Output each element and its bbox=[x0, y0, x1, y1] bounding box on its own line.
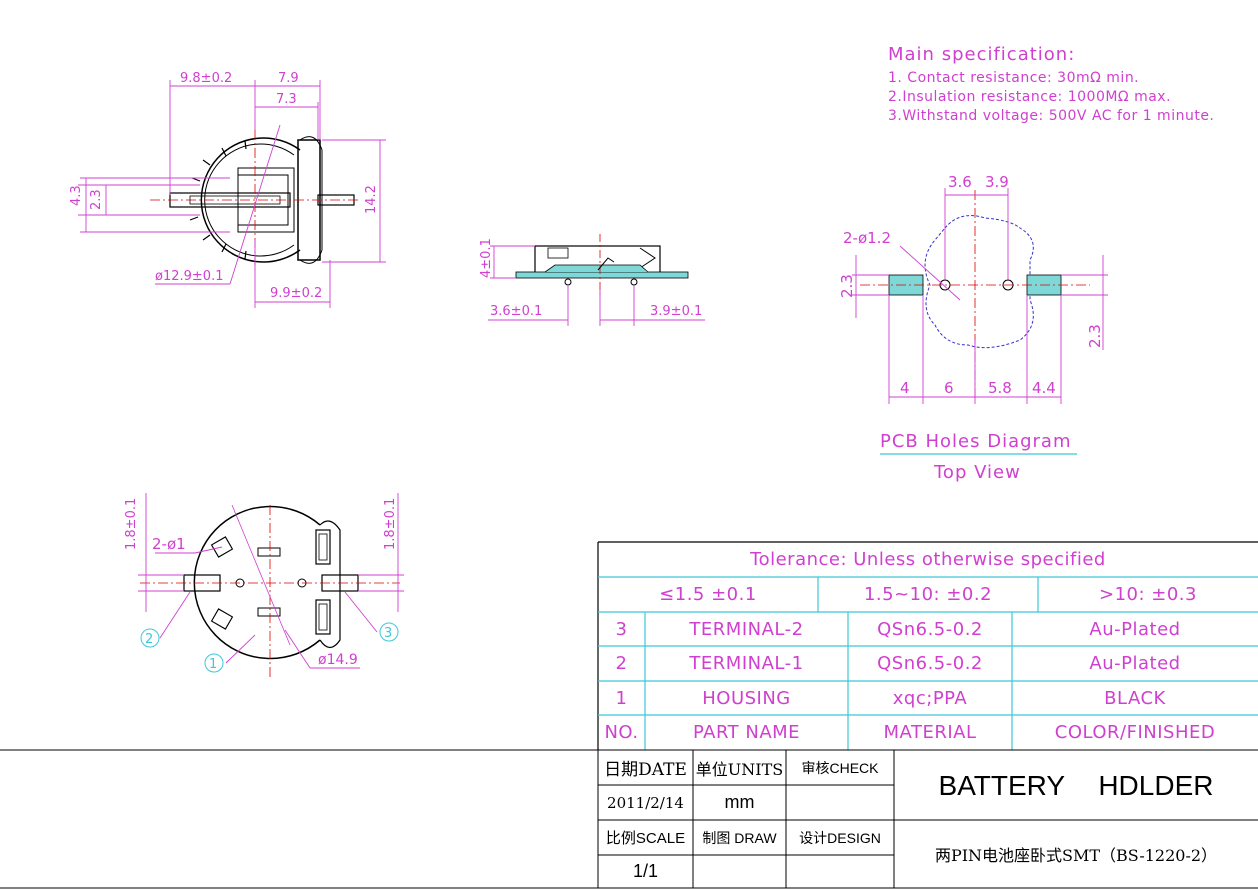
side-view: 4±0.1 3.6±0.1 3.9±0.1 bbox=[479, 234, 705, 326]
callout-2: 2 bbox=[145, 632, 153, 647]
part-name: TERMINAL-2 bbox=[689, 618, 804, 640]
header-no: NO. bbox=[604, 722, 639, 743]
dim-bot-l: 1.8±0.1 bbox=[124, 498, 139, 550]
header-part-name: PART NAME bbox=[692, 722, 801, 743]
callout-1: 1 bbox=[209, 657, 217, 672]
part-no: 3 bbox=[615, 618, 628, 640]
header-material: MATERIAL bbox=[883, 722, 977, 743]
drawing-title: BATTERY HDLDER bbox=[938, 770, 1214, 801]
units-label: 单位UNITS bbox=[695, 759, 784, 779]
dim-top-bottom: 9.9±0.2 bbox=[270, 286, 322, 301]
part-material: xqc;PPA bbox=[892, 687, 968, 709]
dim-pcb-t1: 3.6 bbox=[948, 173, 972, 191]
spec-line-2: 2.Insulation resistance: 1000MΩ max. bbox=[888, 89, 1172, 105]
top-view: 9.8±0.2 7.9 7.3 4.3 2.3 14.2 ø12.9±0.1 9… bbox=[69, 71, 386, 308]
date-label: 日期DATE bbox=[604, 760, 687, 780]
part-finish: Au-Plated bbox=[1089, 653, 1181, 674]
dim-top-h1: 4.3 bbox=[69, 185, 84, 206]
check-label: 审核CHECK bbox=[801, 759, 879, 776]
part-no: 1 bbox=[615, 687, 628, 709]
dim-top-w1: 9.8±0.2 bbox=[180, 71, 232, 86]
dim-top-dia: ø12.9±0.1 bbox=[155, 269, 223, 284]
dim-bot-holes: 2-ø1 bbox=[152, 535, 186, 553]
dim-top-h3: 14.2 bbox=[364, 185, 379, 214]
design-label: 设计DESIGN bbox=[799, 829, 881, 846]
part-finish: BLACK bbox=[1104, 687, 1166, 709]
dim-pcb-b1: 4 bbox=[900, 379, 910, 397]
part-name: HOUSING bbox=[702, 687, 791, 709]
tolerance-range-3: >10: ±0.3 bbox=[1099, 584, 1197, 605]
title-block-grid bbox=[0, 749, 1258, 889]
dim-pcb-b3: 5.8 bbox=[988, 379, 1012, 397]
spec-line-1: 1. Contact resistance: 30mΩ min. bbox=[888, 70, 1140, 86]
dim-side-r: 3.9±0.1 bbox=[650, 304, 702, 319]
part-name: TERMINAL-1 bbox=[689, 653, 804, 674]
dim-top-h2: 2.3 bbox=[89, 189, 104, 210]
pcb-view-label: Top View bbox=[934, 462, 1021, 483]
tolerance-range-1: ≤1.5 ±0.1 bbox=[659, 584, 757, 605]
dim-pcb-l: 2.3 bbox=[838, 274, 856, 298]
parts-table-grid bbox=[597, 541, 1258, 750]
dim-pcb-r: 2.3 bbox=[1086, 324, 1104, 348]
dim-top-w2: 7.9 bbox=[278, 71, 299, 86]
spec-heading: Main specification: bbox=[888, 44, 1076, 65]
drawing-subtitle: 两PIN电池座卧式SMT（BS-1220-2） bbox=[934, 846, 1218, 865]
scale-value: 1/1 bbox=[632, 861, 659, 881]
part-material: QSn6.5-0.2 bbox=[877, 618, 983, 640]
pcb-label: PCB Holes Diagram bbox=[880, 431, 1072, 452]
tolerance-range-2: 1.5~10: ±0.2 bbox=[863, 584, 993, 605]
dim-pcb-b4: 4.4 bbox=[1032, 379, 1056, 397]
bottom-view: 1.8±0.1 1.8±0.1 2-ø1 ø14.9 2 1 3 bbox=[124, 493, 404, 680]
pcb-holes-view: 3.6 3.9 2-ø1.2 2.3 2.3 4 6 5.8 4.4 bbox=[838, 173, 1108, 455]
header-finish: COLOR/FINISHED bbox=[1054, 722, 1216, 743]
tolerance-header: Tolerance: Unless otherwise specified bbox=[750, 549, 1106, 570]
dim-top-w3: 7.3 bbox=[276, 92, 297, 107]
main-specification: Main specification: 1. Contact resistanc… bbox=[888, 44, 1214, 126]
dim-pcb-b2: 6 bbox=[944, 379, 954, 397]
part-no: 2 bbox=[615, 653, 628, 674]
dim-pcb-t2: 3.9 bbox=[985, 173, 1009, 191]
dim-bot-dia: ø14.9 bbox=[318, 652, 358, 668]
dim-side-h: 4±0.1 bbox=[479, 238, 494, 278]
draw-label: 制图 DRAW bbox=[702, 829, 777, 846]
dim-side-l: 3.6±0.1 bbox=[490, 304, 542, 319]
part-finish: Au-Plated bbox=[1089, 618, 1181, 640]
scale-label: 比例SCALE bbox=[605, 830, 686, 847]
dim-pcb-holes: 2-ø1.2 bbox=[843, 229, 891, 247]
date-value: 2011/2/14 bbox=[607, 793, 684, 812]
dim-bot-r: 1.8±0.1 bbox=[383, 498, 398, 550]
units-value: mm bbox=[724, 792, 755, 812]
part-material: QSn6.5-0.2 bbox=[877, 653, 983, 674]
callout-3: 3 bbox=[384, 626, 392, 641]
spec-line-3: 3.Withstand voltage: 500V AC for 1 minut… bbox=[888, 108, 1215, 124]
